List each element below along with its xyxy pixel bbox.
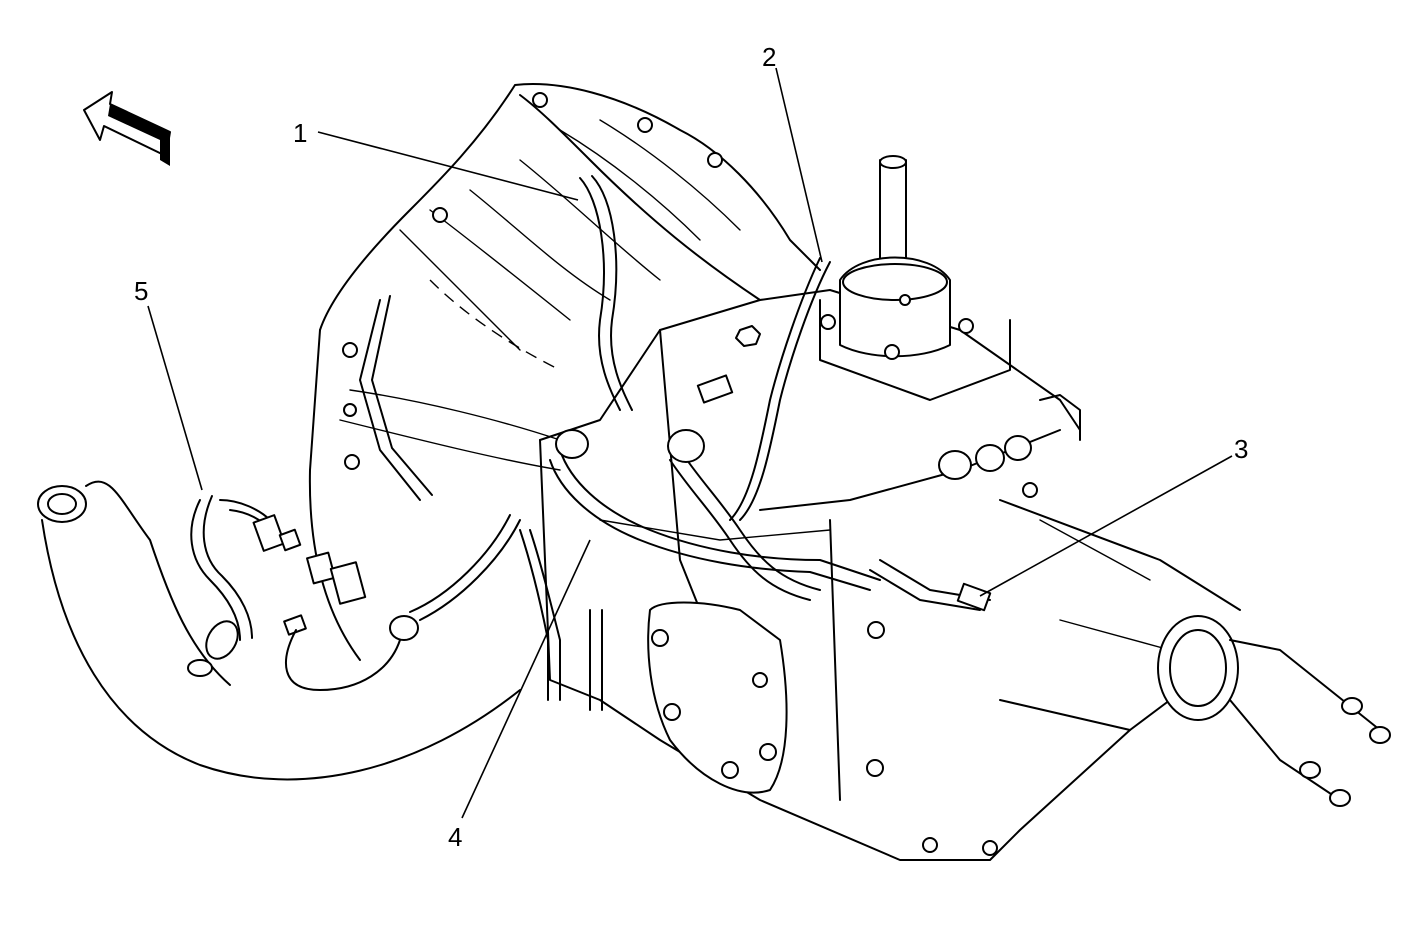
leader-line-3: [979, 455, 1233, 597]
exhaust-pipe: [37, 480, 521, 781]
wiring-harness: [359, 175, 992, 711]
bell-housing: [308, 83, 821, 661]
leader-line-4: [461, 539, 591, 819]
callout-1: 1: [293, 118, 307, 148]
transmission-case: [539, 289, 1131, 861]
callout-5: 5: [134, 276, 148, 306]
leader-lines: [147, 67, 1233, 819]
shifter-tower: [819, 155, 1081, 480]
callout-labels: 1 2 3 4 5: [134, 42, 1248, 852]
leader-line-2: [775, 67, 823, 263]
leader-line-5: [147, 305, 203, 491]
callout-4: 4: [448, 822, 462, 852]
leader-line-1: [317, 131, 579, 201]
sensor-connector-assembly: [187, 495, 419, 691]
callout-3: 3: [1234, 434, 1248, 464]
tail-housing: [999, 499, 1391, 807]
callout-2: 2: [762, 42, 776, 72]
forward-arrow-icon: [83, 91, 171, 166]
